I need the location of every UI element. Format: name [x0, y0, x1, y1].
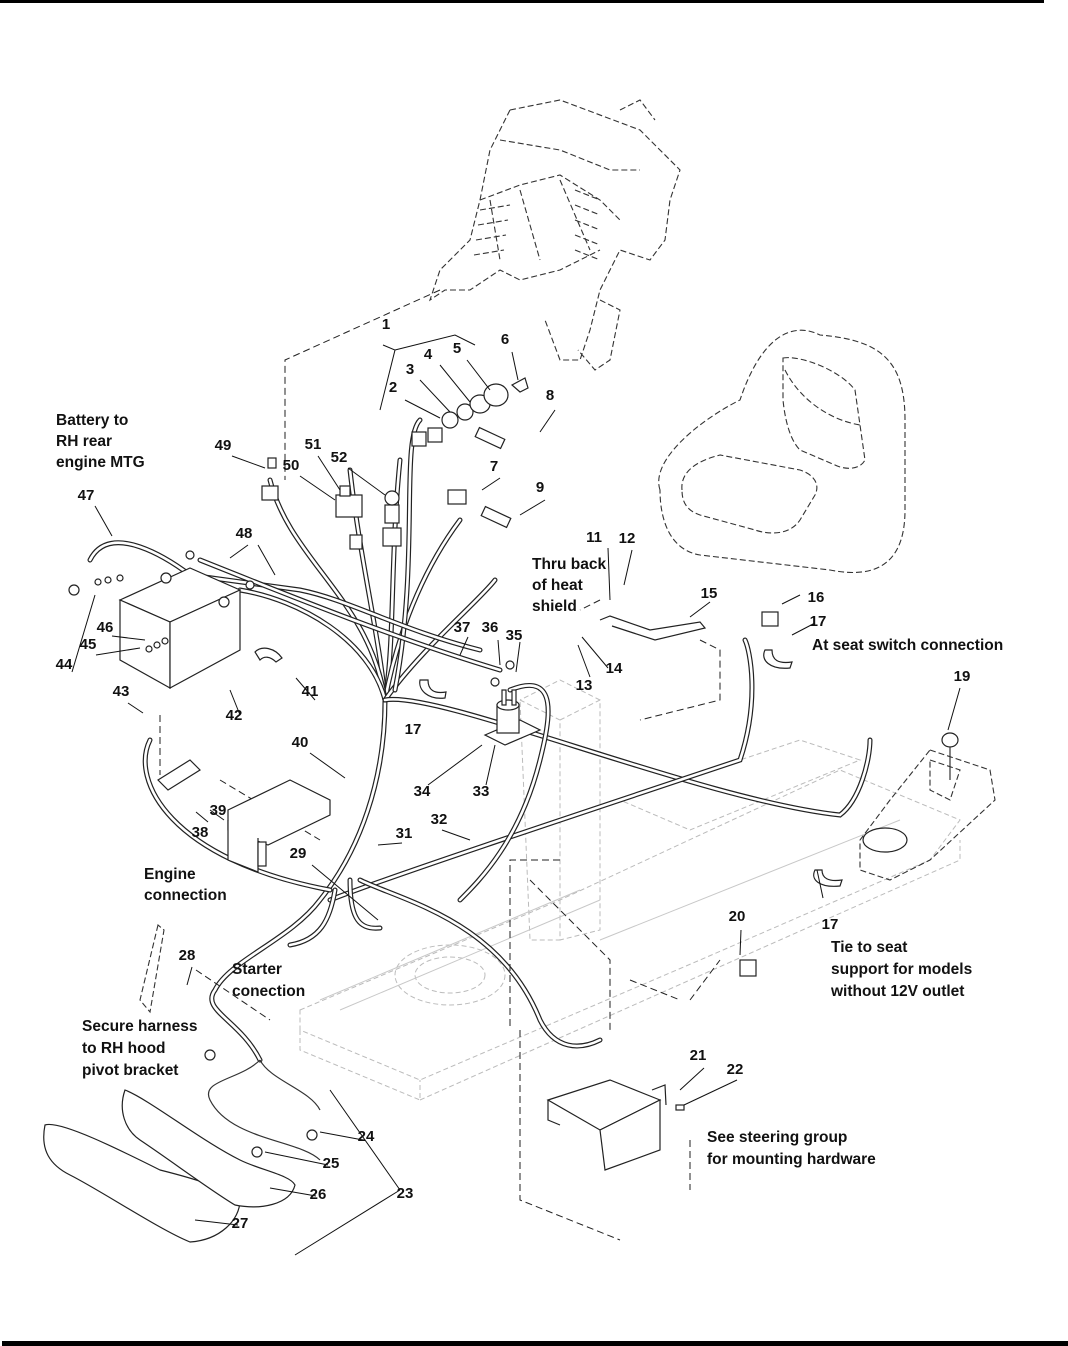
callout-21: 21 [690, 1047, 707, 1064]
note-starter-connection: Starter conection [232, 961, 305, 1000]
switch-cluster-part [261, 457, 402, 550]
note-seat-support-tie: Tie to seat support for models without 1… [830, 939, 977, 1000]
callout-45: 45 [80, 636, 97, 653]
battery-cable-ring-terminals [68, 550, 515, 687]
callout-15: 15 [701, 585, 718, 602]
callout-47: 47 [78, 487, 95, 504]
callout-24: 24 [358, 1128, 375, 1145]
callout-34: 34 [414, 783, 431, 800]
dash-console-part [428, 99, 681, 371]
callout-32: 32 [431, 811, 448, 828]
chassis-frame [299, 679, 961, 1101]
callout-7: 7 [490, 458, 498, 475]
callout-13: 13 [576, 677, 593, 694]
starter-solenoid-part [483, 689, 542, 746]
hood-pivot-bracket-part [139, 924, 165, 1014]
plug-19-part [941, 732, 959, 748]
callout-46: 46 [97, 619, 114, 636]
lens-8-part [474, 426, 506, 450]
callout-49: 49 [215, 437, 232, 454]
battery-part [118, 567, 242, 690]
callout-38: 38 [192, 824, 209, 841]
callout-35: 35 [506, 627, 523, 644]
callout-52: 52 [331, 449, 348, 466]
note-heat-shield: Thru back of heat shield [532, 556, 610, 615]
note-seat-switch: At seat switch connection [812, 637, 1003, 654]
terminal-boot-part [254, 647, 283, 663]
switch-7-part [447, 489, 467, 505]
cable-tie-part [419, 679, 447, 699]
callout-12: 12 [619, 530, 636, 547]
callout-23: 23 [397, 1185, 414, 1202]
mounting-bracket-part [157, 759, 331, 873]
callout-14: 14 [606, 660, 623, 677]
callout-16: 16 [808, 589, 825, 606]
cable-tie-part [763, 649, 793, 669]
callout-50: 50 [283, 457, 300, 474]
footer-rule [2, 1341, 1068, 1346]
callout-42: 42 [226, 707, 243, 724]
callout-25: 25 [323, 1155, 340, 1172]
callout-37: 37 [454, 619, 471, 636]
callout-43: 43 [113, 683, 130, 700]
bolt-22-part [675, 1104, 685, 1111]
socket-part [204, 1049, 216, 1061]
key-part [510, 377, 529, 393]
callout-9: 9 [536, 479, 544, 496]
outlet-20-part [739, 959, 757, 977]
callout-3: 3 [406, 361, 414, 378]
note-secure-harness: Secure harness to RH hood pivot bracket [82, 1018, 202, 1079]
headlight-assembly-part [43, 1049, 318, 1243]
callout-17: 17 [822, 916, 839, 933]
callout-4: 4 [424, 346, 433, 363]
bulb-part [251, 1146, 263, 1158]
seat-switch-part [761, 611, 779, 627]
callout-44: 44 [56, 656, 73, 673]
callout-17: 17 [810, 613, 827, 630]
steering-bracket-part [546, 1079, 667, 1171]
callout-39: 39 [210, 802, 227, 819]
callout-29: 29 [290, 845, 307, 862]
callout-5: 5 [453, 340, 461, 357]
annotations: Battery to RH rear engine MTG Thru back … [56, 412, 1003, 1168]
callout-26: 26 [310, 1186, 327, 1203]
lens-9-part [480, 505, 512, 529]
callout-27: 27 [232, 1215, 249, 1232]
callout-48: 48 [236, 525, 253, 542]
callout-8: 8 [546, 387, 554, 404]
note-steering-group: See steering group for mounting hardware [707, 1129, 876, 1168]
note-engine-connection: Engine connection [144, 866, 227, 904]
seat-switch-rod-part [599, 615, 707, 641]
callout-20: 20 [729, 908, 746, 925]
callout-51: 51 [305, 436, 322, 453]
callout-28: 28 [179, 947, 196, 964]
callout-1: 1 [382, 316, 390, 333]
callout-31: 31 [396, 825, 413, 842]
leader-lines [71, 334, 961, 1256]
callout-6: 6 [501, 331, 509, 348]
callout-41: 41 [302, 683, 319, 700]
callout-11: 11 [586, 529, 602, 546]
callout-40: 40 [292, 734, 309, 751]
wire-harness [87, 417, 873, 1161]
callout-2: 2 [389, 379, 397, 396]
vent-slots [473, 189, 601, 261]
socket-part [306, 1129, 318, 1141]
seat-pan-bracket-part [859, 732, 996, 881]
callout-33: 33 [473, 783, 490, 800]
callout-36: 36 [482, 619, 499, 636]
callout-17: 17 [405, 721, 422, 738]
callout-19: 19 [954, 668, 971, 685]
seat-part [658, 329, 906, 574]
header-rule [0, 0, 1044, 3]
callout-22: 22 [727, 1061, 744, 1078]
note-battery-mounting: Battery to RH rear engine MTG [56, 412, 145, 471]
cable-tie-part [813, 869, 843, 887]
